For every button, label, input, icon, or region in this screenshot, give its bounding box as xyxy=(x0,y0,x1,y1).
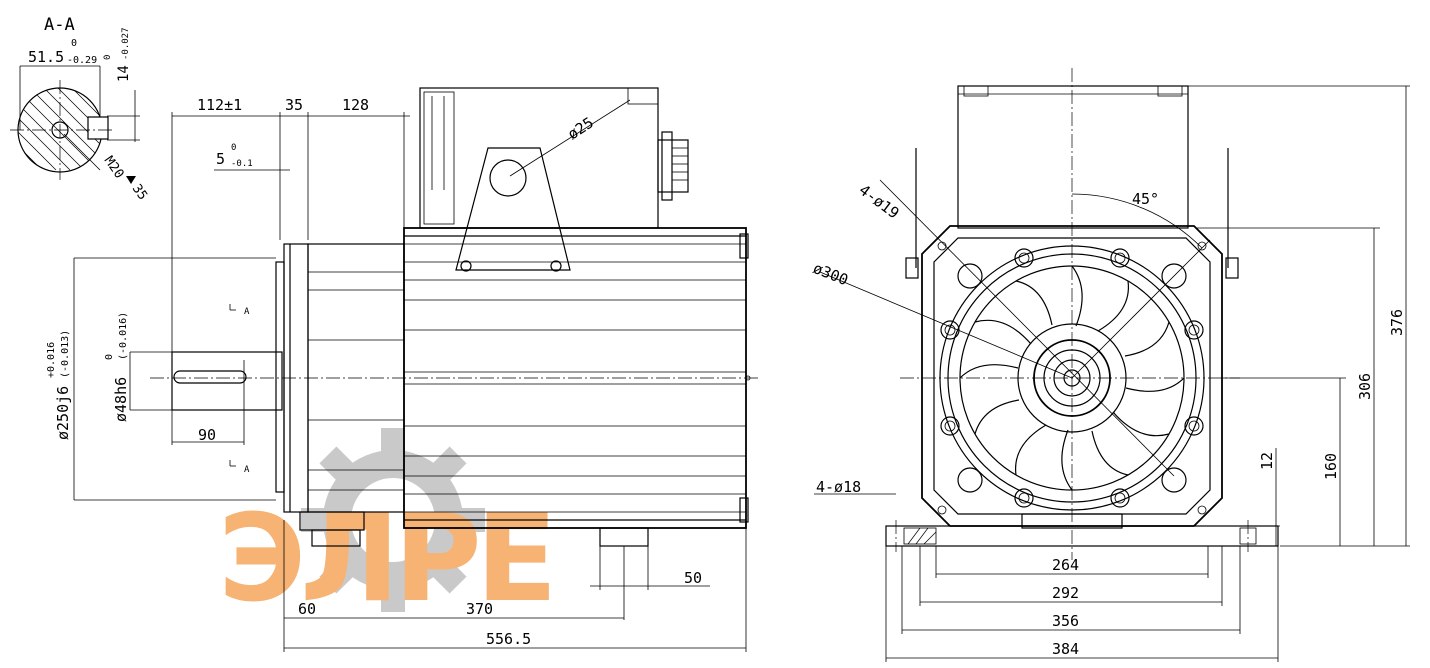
dim-370: 370 xyxy=(466,600,493,618)
height-376: 376 xyxy=(1388,309,1406,336)
end-view: 4-ø19 ø300 45° 4-ø18 376 306 160 12 264 xyxy=(811,68,1410,662)
bolt-holes-label: 4-ø19 xyxy=(856,181,903,223)
section-width-tol-lower: -0.29 xyxy=(67,55,97,66)
height-306: 306 xyxy=(1356,373,1374,400)
dim-50: 50 xyxy=(684,569,702,587)
section-key-tol-lower: -0.027 xyxy=(121,27,131,60)
section-key-dim: 14 xyxy=(116,65,132,82)
angle-label: 45° xyxy=(1132,190,1159,208)
section-a-a: A-A 51.5 0 -0.29 14 0 -0.027 xyxy=(10,15,150,203)
watermark-text: ЭЛРЕ xyxy=(218,490,552,629)
bolt-holes xyxy=(937,241,1207,515)
section-mark-bottom: A xyxy=(244,465,250,475)
connector-icon xyxy=(672,147,688,181)
shaft-tol-upper: 0 xyxy=(104,354,115,360)
section-key-tol-upper: 0 xyxy=(103,55,113,60)
width-292: 292 xyxy=(1052,584,1079,602)
feet-holes-label: 4-ø18 xyxy=(816,478,861,496)
section-mark-top: A xyxy=(244,307,250,317)
foot-12: 12 xyxy=(1258,452,1276,470)
section-width-tol-upper: 0 xyxy=(71,38,77,49)
spigot-tol-lower: (-0.013) xyxy=(60,330,71,378)
width-356: 356 xyxy=(1052,612,1079,630)
dim-112: 112±1 xyxy=(197,96,242,114)
section-width-dim: 51.5 xyxy=(28,48,64,66)
width-384: 384 xyxy=(1052,640,1079,658)
keyway-tol-upper: 0 xyxy=(231,143,236,153)
shaft-dia: ø48h6 xyxy=(112,377,130,422)
keyway-tol-lower: -0.1 xyxy=(231,159,253,169)
spigot-tol-upper: +0.016 xyxy=(46,342,57,378)
dim-556-5: 556.5 xyxy=(486,630,531,648)
key-length: 90 xyxy=(198,426,216,444)
pcd-label: ø300 xyxy=(811,259,851,289)
section-title: A-A xyxy=(44,15,75,35)
thread-depth: 35 xyxy=(129,182,150,203)
shaft-tol-lower: (-0.016) xyxy=(118,312,129,360)
width-264: 264 xyxy=(1052,556,1079,574)
side-view: 112±1 35 128 5 0 -0.1 ø250j6 +0.016 (-0.… xyxy=(46,87,760,652)
height-160: 160 xyxy=(1322,453,1340,480)
thread-callout: M20 xyxy=(101,154,127,182)
fan-blades xyxy=(959,265,1185,491)
dim-128: 128 xyxy=(342,96,369,114)
keyway-depth: 5 xyxy=(216,150,225,168)
spigot-dia: ø250j6 xyxy=(54,386,72,440)
dim-35: 35 xyxy=(285,96,303,114)
dim-60: 60 xyxy=(298,600,316,618)
